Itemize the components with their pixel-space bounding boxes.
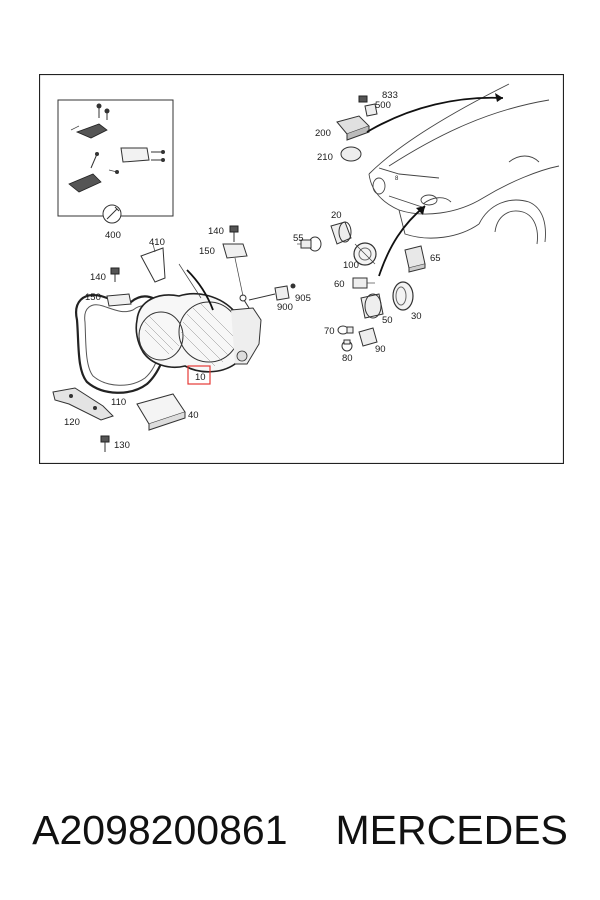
wrench-icon <box>102 204 122 224</box>
callout-833: 833 <box>382 90 398 101</box>
connector-arrows <box>186 93 504 311</box>
part-833-500 <box>358 95 378 117</box>
headlamp-assembly <box>75 292 262 394</box>
callout-20: 20 <box>331 210 342 221</box>
callout-140-left: 140 <box>90 272 106 283</box>
part-200-control-module <box>336 115 370 141</box>
part-410 <box>140 243 202 299</box>
callout-400: 400 <box>105 230 121 241</box>
callout-130: 130 <box>114 440 130 451</box>
callout-50: 50 <box>382 315 393 326</box>
part-130-screw <box>100 435 110 452</box>
part-number: A2098200861 <box>32 806 288 853</box>
part-140-150-left <box>106 267 132 307</box>
callout-70: 70 <box>324 326 335 337</box>
parts-diagram: 400 410 140 150 140 <box>39 74 564 464</box>
callout-110: 110 <box>111 397 126 408</box>
callout-210: 210 <box>317 152 333 163</box>
callout-120: 120 <box>64 417 80 428</box>
part-70-bulb <box>337 325 354 335</box>
callout-55: 55 <box>293 233 304 244</box>
callout-150-upper: 150 <box>199 246 215 257</box>
callout-900: 900 <box>277 302 293 313</box>
callout-100: 100 <box>343 260 359 271</box>
callout-410: 410 <box>149 237 165 248</box>
callout-500: 500 <box>375 100 391 111</box>
callout-140-upper: 140 <box>208 226 224 237</box>
callout-65: 65 <box>430 253 441 264</box>
part-140-150-upper <box>222 225 248 297</box>
part-30-cap <box>392 281 414 311</box>
part-55-bulb <box>297 236 322 252</box>
part-900-905 <box>248 283 296 301</box>
part-100-cap <box>353 242 377 266</box>
callout-30: 30 <box>411 311 422 322</box>
part-120-bracket <box>52 387 114 421</box>
part-20-socket <box>330 221 352 245</box>
callout-80: 80 <box>342 353 353 364</box>
product-caption: A2098200861 MERCEDES <box>0 800 600 860</box>
callout-8: 8 <box>395 176 399 182</box>
part-90-socket <box>358 327 378 347</box>
part-60-bulb <box>352 277 375 289</box>
callout-150-left: 150 <box>85 292 101 303</box>
part-65-module <box>404 245 426 273</box>
callout-905: 905 <box>295 293 311 304</box>
diagram-border <box>39 74 564 464</box>
part-50-socket <box>360 293 384 319</box>
callout-40: 40 <box>188 410 199 421</box>
callout-90: 90 <box>375 344 386 355</box>
part-210-cover <box>340 146 362 162</box>
callout-10: 10 <box>195 372 206 383</box>
part-40-control-unit <box>136 393 186 431</box>
callout-60: 60 <box>334 279 345 290</box>
brand-name: MERCEDES <box>335 806 568 853</box>
callout-10-highlight <box>187 365 211 385</box>
callout-200: 200 <box>315 128 331 139</box>
part-80-bulb <box>341 339 353 352</box>
